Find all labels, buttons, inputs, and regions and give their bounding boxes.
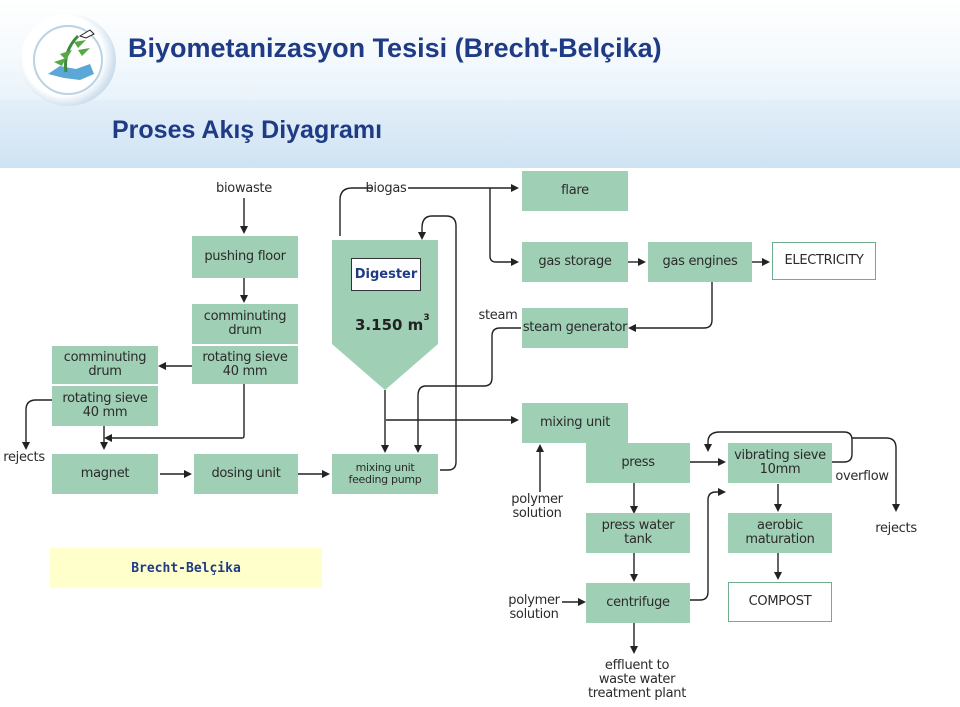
slide-subtitle: Proses Akış Diyagramı [112,116,383,144]
node-mixing-unit: mixing unit [522,403,628,443]
node-flare: flare [522,171,628,211]
node-pushing-floor: pushing floor [192,236,298,278]
line-biogas [339,187,372,236]
tree-map-logo-icon [33,25,103,95]
node-rotating-sieve-2: rotating sieve 40 mm [52,386,158,426]
label-rejects-left: rejects [3,450,45,465]
image-caption: Brecht-Belçika [50,548,322,588]
node-comminuting-drum-1: comminuting drum [192,304,298,344]
arrow-biogas-storage [489,188,519,266]
label-biowaste: biowaste [216,181,272,196]
digester-volume: 3.150 m3 [355,313,430,334]
slide-header [0,0,960,168]
node-comminuting-drum-2: comminuting drum [52,346,158,384]
slide-title: Biyometanizasyon Tesisi (Brecht-Belçika) [128,33,662,63]
node-rotating-sieve-1: rotating sieve 40 mm [192,346,298,384]
arrow-rejects-right [852,437,900,512]
organization-logo [20,14,116,106]
label-polymer-1: polymer solution [511,492,563,521]
node-vibrating-sieve: vibrating sieve 10mm [728,443,832,483]
node-centrifuge: centrifuge [586,583,690,623]
node-gas-engines: gas engines [648,242,752,282]
label-rejects-right: rejects [875,521,917,536]
node-aerobic-maturation: aerobic maturation [728,513,832,553]
node-electricity: ELECTRICITY [772,242,876,280]
node-steam-generator: steam generator [522,308,628,348]
arrow-overflow-loop [704,431,853,463]
digester-label: Digester [351,258,421,291]
header-band [0,100,960,168]
label-overflow: overflow [835,469,889,484]
arrow-steam-pump [414,327,521,453]
node-press: press [586,443,690,483]
label-polymer-2: polymer solution [508,593,560,622]
label-steam: steam [478,308,518,323]
node-dosing-unit: dosing unit [194,454,298,494]
node-mixing-unit-pump: mixing unit feeding pump [332,454,438,494]
node-press-water-tank: press water tank [586,513,690,553]
arrow-sieve-to-magnet [104,382,245,442]
arrow-centrifuge-aerobic [690,488,726,601]
node-gas-storage: gas storage [522,242,628,282]
arrow-engines-steam [628,282,713,332]
node-compost: COMPOST [728,582,832,622]
node-magnet: magnet [52,454,158,494]
arrow-rejects-left [22,399,52,450]
label-effluent: effluent to waste water treatment plant [587,658,686,701]
label-biogas: biogas [365,181,407,196]
arrow-pump-digester [418,215,457,471]
